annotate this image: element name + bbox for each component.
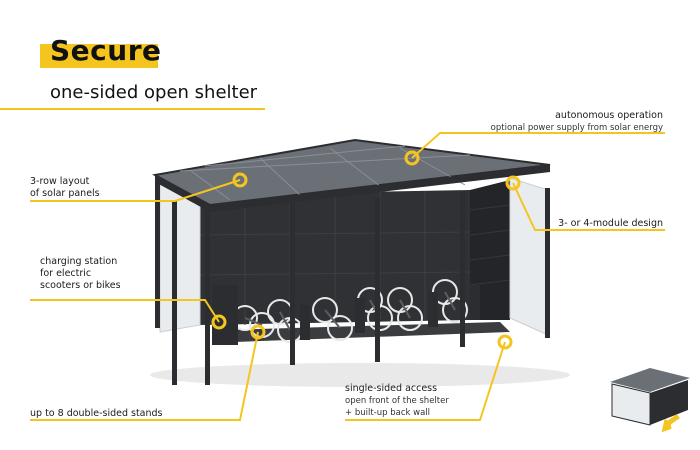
subtitle-underline — [0, 108, 265, 110]
floor-plate — [225, 322, 510, 342]
callout-module-title: 3- or 4-module design — [558, 218, 663, 229]
charging-station — [212, 285, 238, 345]
page-subtitle: one-sided open shelter — [50, 82, 258, 103]
callout-access-line2: + built-up back wall — [345, 408, 430, 418]
callout-access: single-sided access open front of the sh… — [345, 383, 449, 419]
callout-stands-title: up to 8 double-sided stands — [30, 408, 163, 419]
bike-stands — [300, 285, 480, 340]
roof-front-edge — [155, 165, 550, 212]
mini-shelter-thumbnail — [610, 368, 690, 433]
callout-autonomous: autonomous operation optional power supp… — [491, 110, 663, 134]
callout-module: 3- or 4-module design — [558, 218, 663, 230]
callout-charging: charging station for electric scooters o… — [40, 256, 121, 292]
callout-markers — [211, 150, 521, 350]
callout-access-line1: open front of the shelter — [345, 396, 449, 406]
title-highlight — [40, 44, 158, 68]
front-posts — [155, 178, 550, 385]
title-block: Secure one-sided open shelter — [0, 0, 320, 120]
callout-charging-line3: scooters or bikes — [40, 280, 121, 291]
ground-shadow — [150, 363, 570, 387]
right-glass-panel — [509, 177, 549, 336]
callout-charging-line2: for electric — [40, 268, 92, 279]
page-title: Secure — [50, 34, 162, 67]
callout-charging-line1: charging station — [40, 256, 118, 267]
callout-solar-layout-line2: of solar panels — [30, 188, 100, 199]
callout-solar-layout-line1: 3-row layout — [30, 176, 90, 187]
bike-frames — [244, 291, 456, 331]
roof-solar-panel-grid — [179, 145, 471, 201]
callout-solar-layout: 3-row layout of solar panels — [30, 176, 100, 200]
callout-access-title: single-sided access — [345, 383, 438, 394]
callout-autonomous-sub: optional power supply from solar energy — [490, 123, 663, 133]
callout-autonomous-title: autonomous operation — [555, 110, 663, 121]
left-glass-panel — [159, 181, 201, 333]
callout-stands: up to 8 double-sided stands — [30, 408, 163, 420]
callout-lines — [30, 132, 665, 421]
